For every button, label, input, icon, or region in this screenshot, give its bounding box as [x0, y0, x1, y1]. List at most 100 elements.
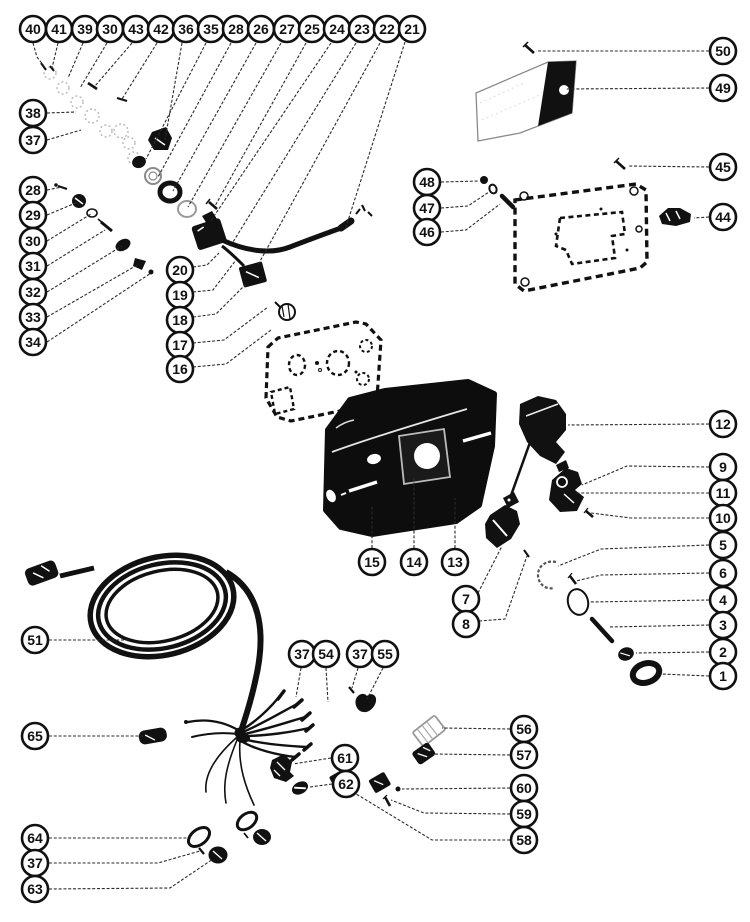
- leader-line-41-1: [51, 42, 59, 69]
- pin-part: [499, 193, 516, 210]
- leader-line-45-32: [628, 165, 710, 168]
- callout-balloon-61-58: 61: [330, 743, 360, 773]
- callout-number: 6: [719, 565, 727, 581]
- callout-number: 8: [462, 616, 470, 632]
- callout-circle: [20, 625, 50, 655]
- callout-number: 56: [516, 721, 532, 737]
- ball-part: [480, 176, 488, 184]
- callout-balloon-13-49: 13: [440, 547, 470, 577]
- callout-balloon-46-36: 46: [412, 217, 442, 247]
- seal-ring-part: [186, 826, 212, 848]
- leader-line-37-17: [46, 129, 82, 141]
- leader-line-21-15: [345, 41, 406, 228]
- callout-number: 60: [516, 780, 532, 796]
- callout-number: 32: [25, 284, 41, 300]
- callout-balloon-42-5: 42: [146, 14, 176, 44]
- leader-line-7-50: [477, 545, 503, 594]
- elbow-fitting-part: [659, 208, 691, 226]
- detent-parts: [480, 176, 516, 210]
- connector-59-60-parts: [368, 772, 401, 807]
- callout-number: 1: [719, 668, 727, 684]
- leader-line-32-22: [46, 245, 123, 293]
- screw-part: [208, 201, 218, 210]
- leader-line-22-14: [257, 42, 381, 266]
- callout-circle: [165, 354, 195, 384]
- leader-line-46-36: [440, 203, 501, 233]
- callout-balloon-39-2: 39: [70, 14, 100, 44]
- leader-end-ticks: [40, 62, 128, 102]
- screw-part: [383, 796, 392, 807]
- callout-number: 36: [178, 21, 194, 37]
- callout-circle: [708, 661, 738, 691]
- callout-number: 27: [279, 21, 295, 37]
- connector-boot-part: [355, 693, 377, 713]
- leader-line-30-3: [79, 42, 108, 89]
- callout-number: 51: [27, 632, 43, 648]
- nut-part: [395, 786, 401, 792]
- switch-cable: [220, 225, 342, 254]
- callout-balloon-6-42: 6: [708, 558, 738, 588]
- callout-number: 17: [172, 337, 188, 353]
- callout-balloon-16-29: 16: [165, 354, 195, 384]
- leader-line-47-35: [440, 191, 490, 209]
- callout-balloon-59-63: 59: [509, 799, 539, 829]
- callout-circle: [708, 73, 738, 103]
- callout-number: 55: [377, 646, 393, 662]
- leader-line-23-13: [232, 42, 357, 243]
- leader-line-20-25: [192, 252, 220, 268]
- callout-balloon-17-28: 17: [165, 330, 195, 360]
- callout-balloon-57-61: 57: [509, 740, 539, 770]
- leader-line-57-61: [433, 753, 511, 756]
- leader-line-54-55: [325, 667, 329, 703]
- callout-number: 40: [25, 21, 41, 37]
- screw-part: [523, 549, 530, 558]
- callout-balloon-30-20: 30: [18, 226, 48, 256]
- callout-number: 28: [25, 182, 41, 198]
- leader-line-37-56: [351, 667, 359, 689]
- callout-number: 48: [419, 174, 435, 190]
- pin-part: [589, 616, 615, 644]
- leader-line-37-54: [295, 667, 302, 698]
- callout-balloon-48-34: 48: [412, 167, 442, 197]
- callout-number: 37: [352, 646, 368, 662]
- leader-line-8-51: [478, 555, 528, 622]
- harness-connector-part: [239, 261, 267, 288]
- callout-balloon-58-64: 58: [509, 825, 539, 855]
- callout-balloon-65-53: 65: [20, 721, 50, 751]
- screw-part: [57, 185, 68, 190]
- callout-balloon-37-17: 37: [18, 125, 48, 155]
- callout-circle: [708, 530, 738, 560]
- connector-wire: [221, 244, 246, 268]
- leader-line-59-63: [390, 799, 511, 815]
- callout-number: 13: [447, 554, 463, 570]
- callout-number: 22: [379, 21, 395, 37]
- leader-line-28-18: [46, 186, 63, 191]
- callout-number: 44: [715, 209, 731, 225]
- leader-line-30-20: [46, 213, 92, 242]
- callout-balloon-1-46: 1: [708, 661, 738, 691]
- leader-line-27-10: [187, 42, 282, 208]
- callout-number: 16: [172, 361, 188, 377]
- callout-number: 23: [354, 21, 370, 37]
- leader-line-25-11: [214, 42, 307, 207]
- callout-balloon-34-24: 34: [18, 327, 48, 357]
- callout-balloon-14-48: 14: [399, 547, 429, 577]
- leader-line-55-57: [366, 667, 384, 700]
- leader-line-29-19: [46, 201, 79, 216]
- ignition-switch-part: [191, 218, 227, 250]
- callout-number: 14: [406, 554, 422, 570]
- callout-circle: [370, 639, 400, 669]
- nut-part: [148, 127, 172, 150]
- callout-balloon-8-51: 8: [451, 609, 481, 639]
- side-notch: [326, 489, 336, 503]
- callout-balloon-32-22: 32: [18, 277, 48, 307]
- callout-balloon-5-41: 5: [708, 530, 738, 560]
- callout-number: 57: [516, 747, 532, 763]
- callout-balloon-15-47: 15: [357, 547, 387, 577]
- callout-number: 49: [715, 80, 731, 96]
- callout-number: 41: [51, 21, 67, 37]
- callout-circle: [451, 609, 481, 639]
- seal-ring-part: [235, 810, 259, 832]
- callout-balloon-35-7: 35: [196, 14, 226, 44]
